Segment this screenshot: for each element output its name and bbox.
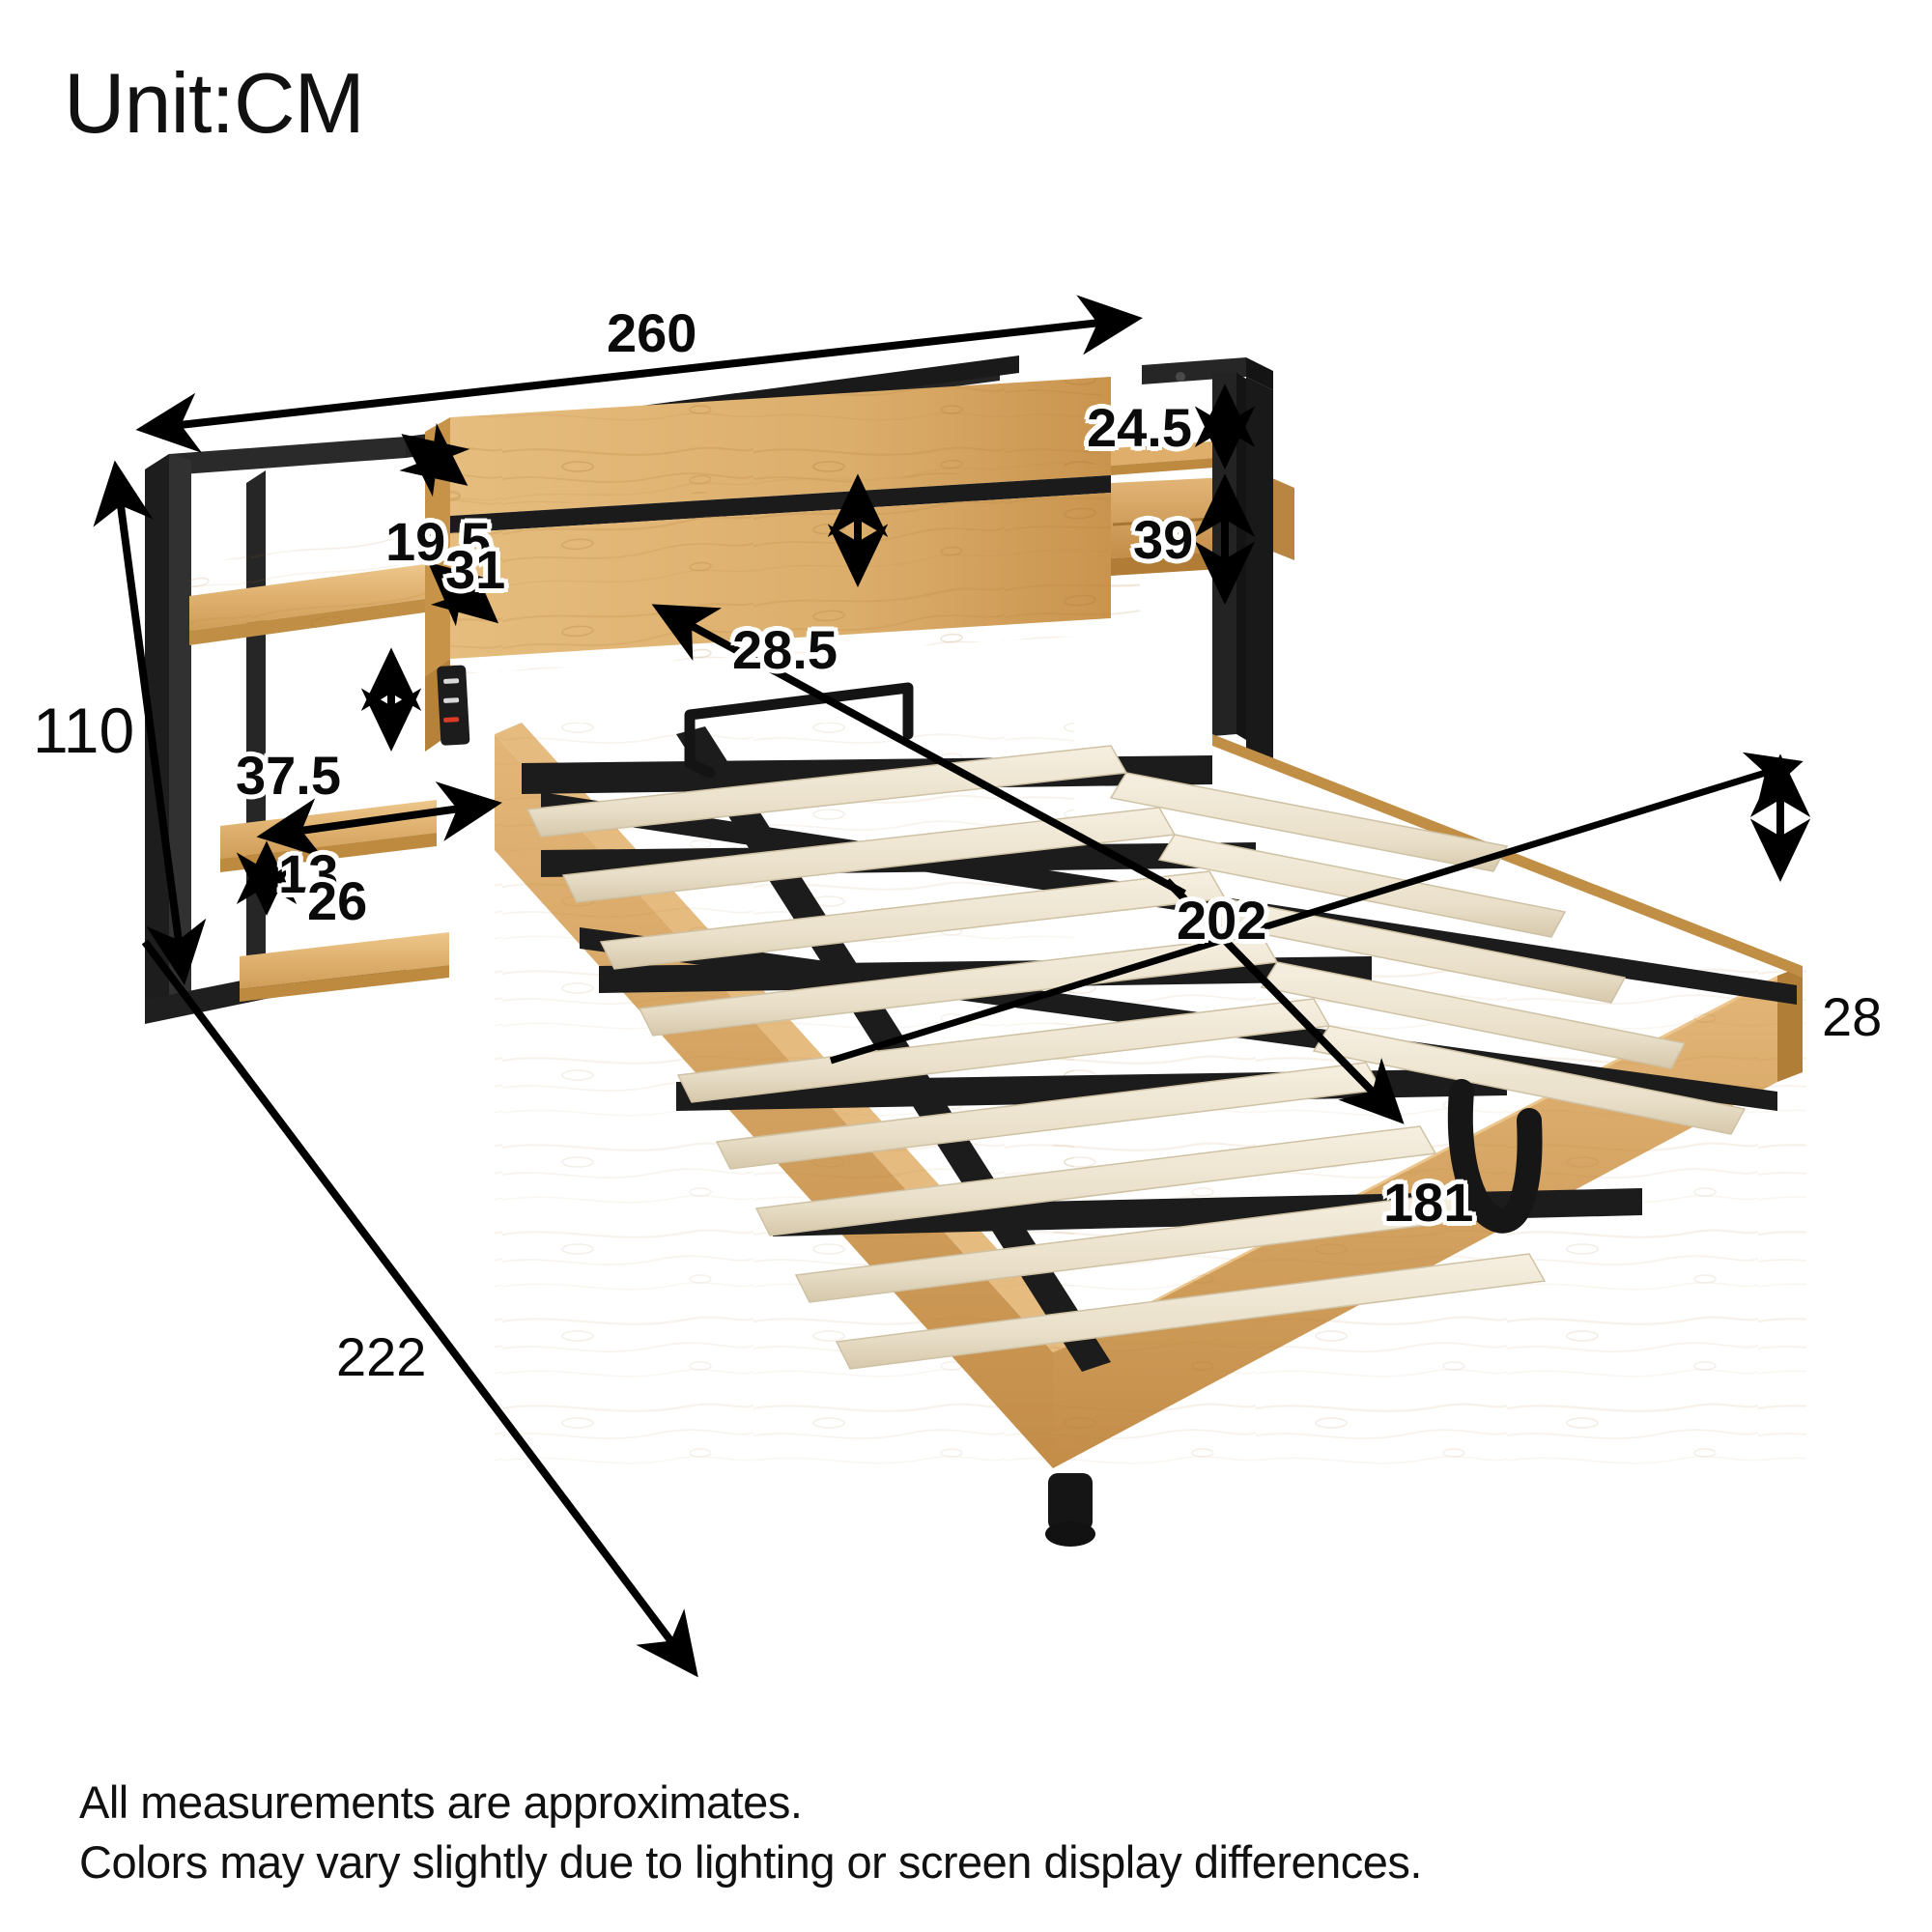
dimension-label-overall-depth: 222 <box>336 1326 427 1387</box>
dimension-label-top-shelf-height-right: 24.5 <box>1087 397 1192 458</box>
dimline-headboard-panel-depth <box>427 558 499 627</box>
dimension-label-overall-height: 110 <box>33 695 135 766</box>
dimension-label-mattress-length: 202 <box>1177 890 1267 951</box>
dimension-label-frame-side-height: 28 <box>1822 986 1883 1047</box>
dimline-overall-depth <box>141 939 698 1678</box>
power-outlet-panel <box>437 665 470 746</box>
lift-strap <box>1447 1079 1543 1234</box>
lift-mechanism-bar <box>684 682 914 779</box>
dimension-label-overall-width: 260 <box>607 302 697 363</box>
dimline-shelf-depth-top <box>399 422 470 497</box>
dimension-label-lower-shelf-opening: 26 <box>307 870 368 931</box>
dimension-label-mattress-width: 181 <box>1383 1172 1474 1233</box>
dimline-202-guide <box>829 752 1804 1065</box>
dimline-overall-width <box>135 295 1143 453</box>
footnote-measurements: All measurements are approximates. <box>79 1776 803 1828</box>
dimline-mattress-width <box>1164 878 1405 1124</box>
dimension-label-headboard-to-slat-height: 28.5 <box>732 619 838 680</box>
dimline-mattress-length-a <box>651 604 1186 897</box>
dimension-label-shelf-width-left: 37.5 <box>236 745 341 806</box>
bed-slats <box>526 745 1747 1370</box>
dimline-shelf-width-left <box>256 781 502 859</box>
dimline-overall-height <box>93 460 207 985</box>
page-title: Unit:CM <box>64 55 365 151</box>
footnote-colors: Colors may vary slightly due to lighting… <box>79 1836 1422 1888</box>
dimension-label-headboard-panel-depth: 31 <box>445 539 506 600</box>
dimension-label-lower-shelf-height-right: 39 <box>1133 509 1194 570</box>
